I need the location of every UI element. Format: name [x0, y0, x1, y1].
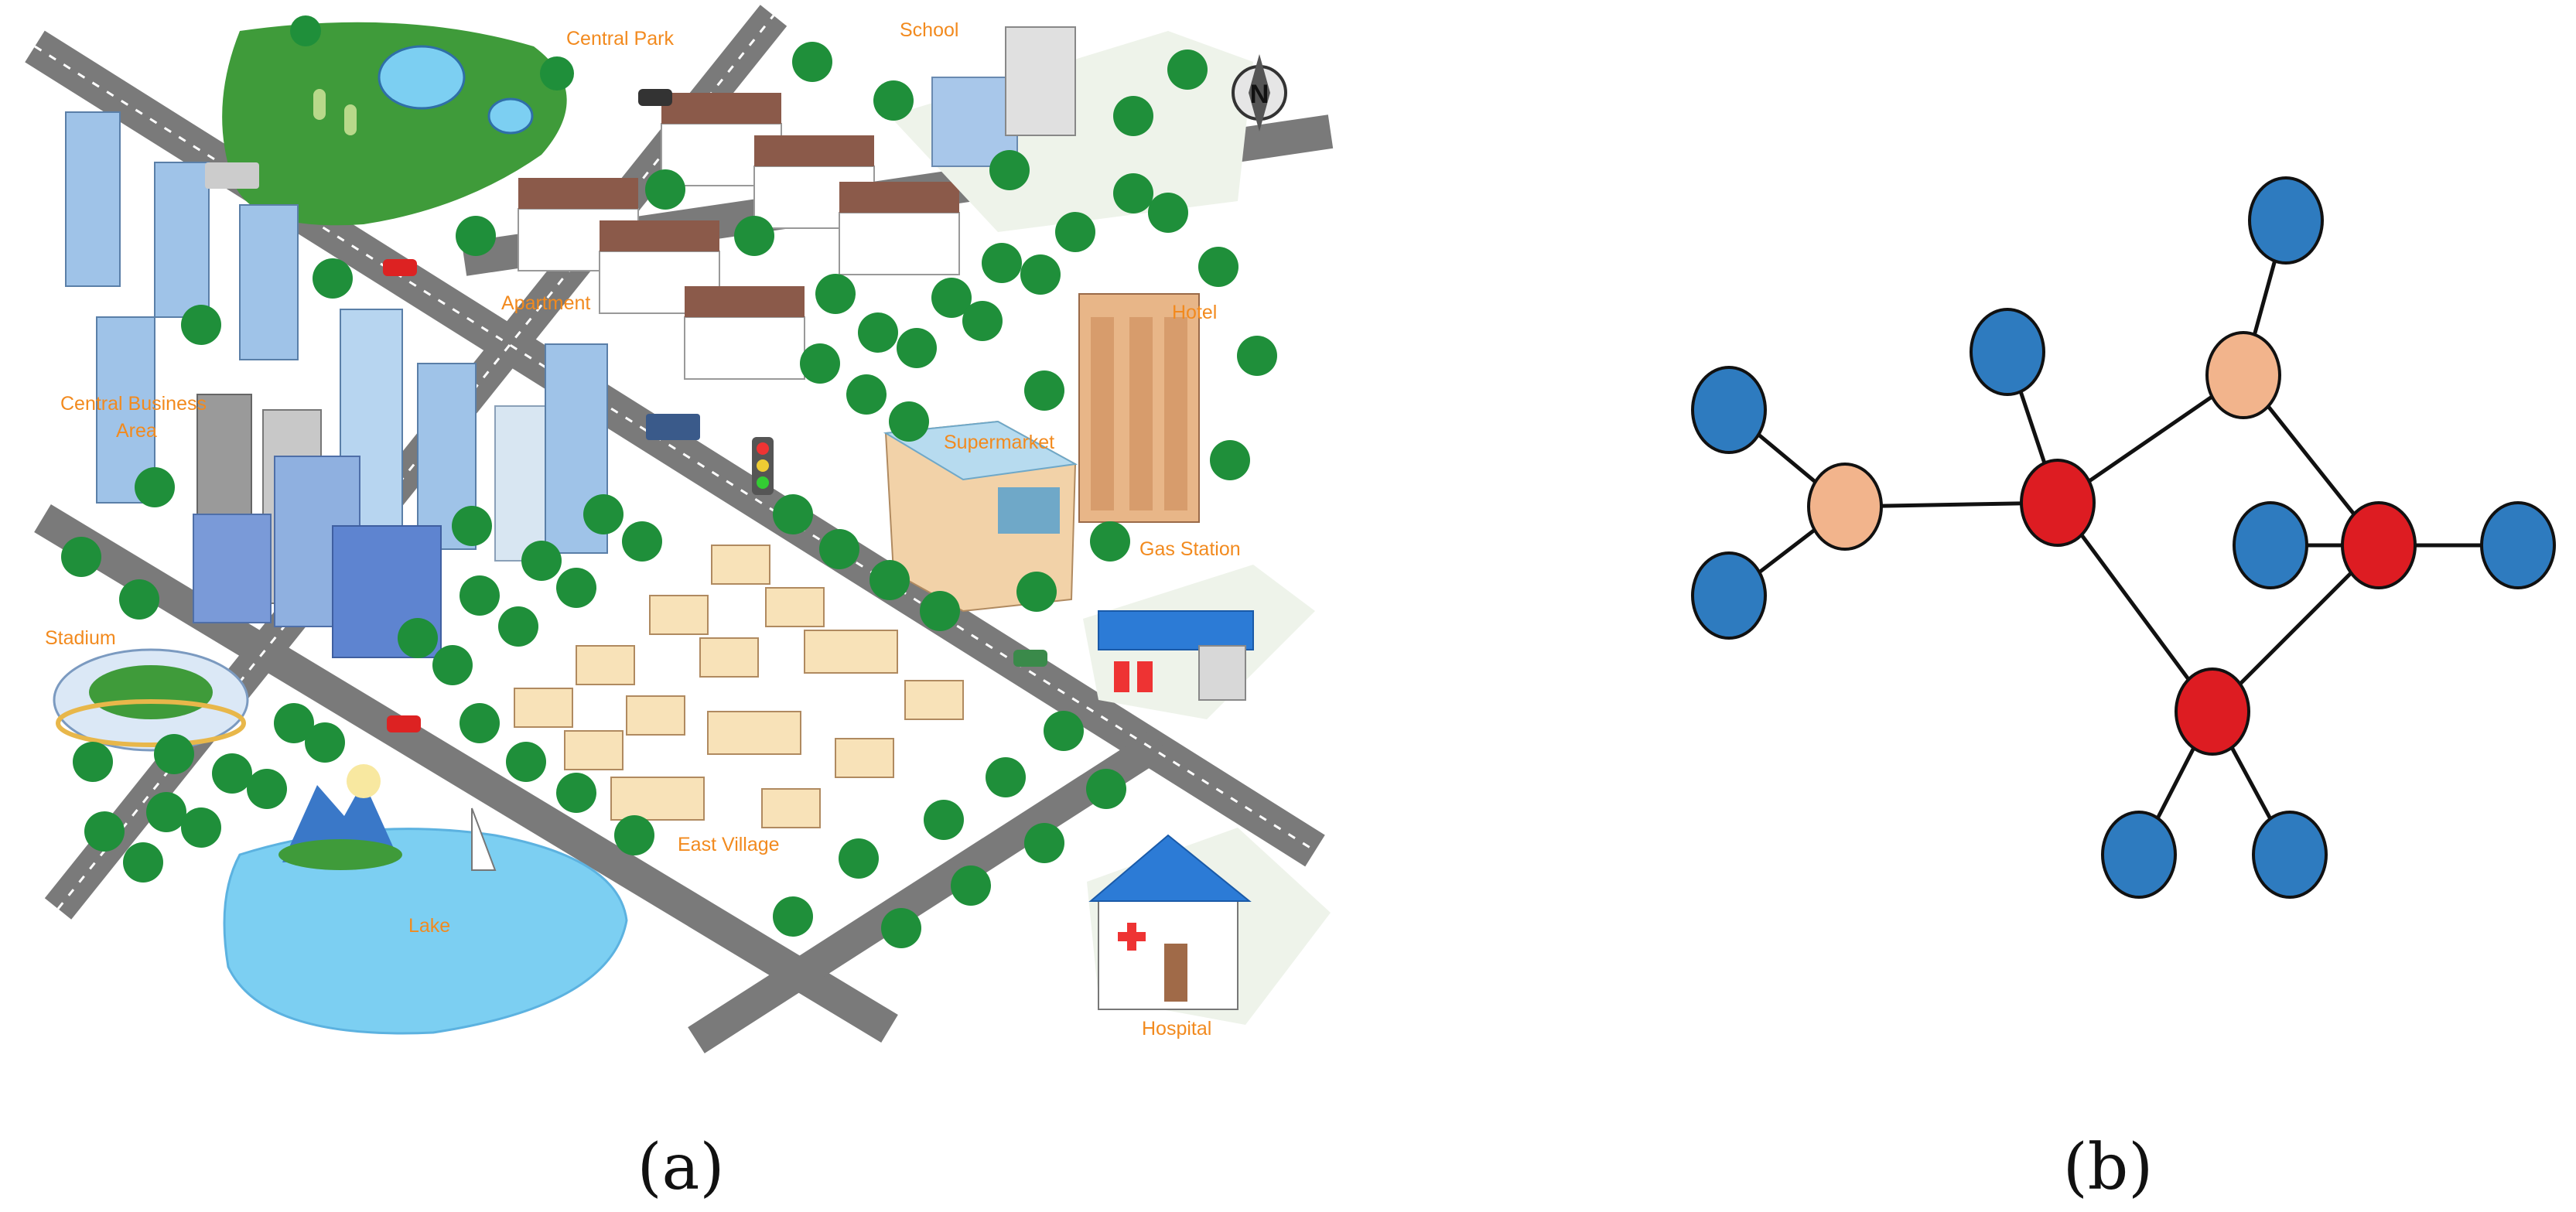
central-park — [222, 15, 574, 226]
cars — [205, 89, 1047, 732]
sailboat-icon — [471, 807, 497, 871]
label-stadium: Stadium — [45, 627, 116, 649]
node-r2 — [2341, 501, 2417, 589]
car-icon — [1013, 650, 1047, 667]
edge-r1-r3 — [2055, 501, 2215, 713]
node-b1 — [1691, 366, 1767, 454]
lake — [223, 764, 628, 1035]
supermarket-building — [883, 420, 1078, 613]
stadium-building — [53, 648, 249, 752]
label-school: School — [900, 19, 958, 41]
node-b4 — [2248, 176, 2324, 265]
label-gas-station: Gas Station — [1139, 538, 1241, 560]
label-hospital: Hospital — [1142, 1018, 1211, 1040]
label-hotel: Hotel — [1172, 302, 1217, 323]
node-b8 — [2252, 811, 2328, 899]
compass-north-label: N — [1250, 80, 1269, 109]
label-central-park: Central Park — [566, 28, 674, 50]
label-supermarket: Supermarket — [944, 432, 1054, 453]
label-apartment: Apartment — [501, 292, 590, 314]
panel-b-network-graph: (b) — [1691, 176, 2556, 1204]
label-east-village: East Village — [678, 834, 780, 855]
node-b2 — [1691, 551, 1767, 640]
traffic-light-icon — [752, 437, 774, 495]
truck-icon — [205, 162, 259, 189]
node-p2 — [2205, 331, 2281, 419]
hospital-building — [1087, 828, 1331, 1025]
node-b3 — [1970, 308, 2045, 396]
school-building — [890, 26, 1253, 232]
node-r1 — [2020, 459, 2096, 547]
truck-icon — [646, 414, 700, 440]
east-avenue-road — [688, 729, 1169, 1053]
label-lake: Lake — [408, 915, 450, 937]
panel-a-city-map: N — [25, 5, 1334, 1204]
label-central-business-line2: Area — [116, 420, 157, 442]
caption-a: (a) — [637, 1131, 725, 1204]
trees — [61, 42, 1277, 948]
caption-b: (b) — [2063, 1131, 2153, 1204]
node-b6 — [2480, 501, 2556, 589]
park-pond-icon — [378, 45, 466, 110]
map-labels: Central Park School Apartment Hotel Cent… — [45, 19, 1241, 1040]
east-village-houses — [514, 545, 964, 828]
central-business-towers — [65, 111, 608, 658]
label-central-business-line1: Central Business — [60, 393, 207, 415]
node-p1 — [1807, 463, 1883, 551]
south-diagonal-road — [34, 504, 898, 1043]
hotel-building — [1078, 293, 1200, 523]
node-b5 — [2233, 501, 2308, 589]
compass-icon: N — [1232, 54, 1287, 131]
apartment-blocks — [518, 93, 960, 380]
car-icon — [387, 715, 421, 732]
graph-nodes — [1691, 176, 2556, 899]
car-icon — [638, 89, 672, 106]
node-b7 — [2101, 811, 2177, 899]
gas-station-building — [1083, 565, 1315, 719]
car-icon — [383, 259, 417, 276]
node-r3 — [2175, 667, 2250, 756]
